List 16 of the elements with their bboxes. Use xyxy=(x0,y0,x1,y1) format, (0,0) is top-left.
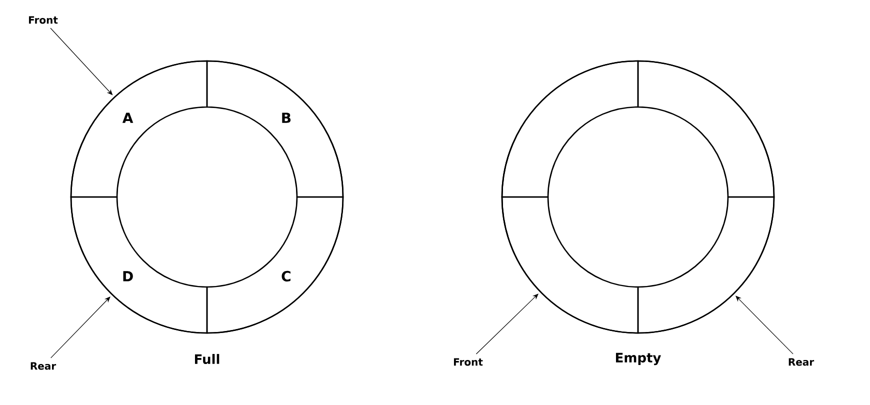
ring-segment: C xyxy=(206,196,344,334)
ring-segment xyxy=(501,196,639,334)
pointer-label: Front xyxy=(454,358,483,366)
ring-segment: A xyxy=(70,60,208,198)
arrow xyxy=(50,296,110,358)
pointer-label: Rear xyxy=(30,362,56,370)
ring-segment xyxy=(637,60,775,198)
arrow xyxy=(50,28,113,96)
ring-segment: B xyxy=(206,60,344,198)
pointer-label: Rear xyxy=(788,358,814,366)
pointer-label: Front xyxy=(28,16,58,24)
ring-segment: D xyxy=(70,196,208,334)
ring-segment xyxy=(501,60,639,198)
ring-segment xyxy=(637,196,775,334)
ring-caption: Full xyxy=(195,354,220,364)
ring-caption: Empty xyxy=(616,352,661,366)
